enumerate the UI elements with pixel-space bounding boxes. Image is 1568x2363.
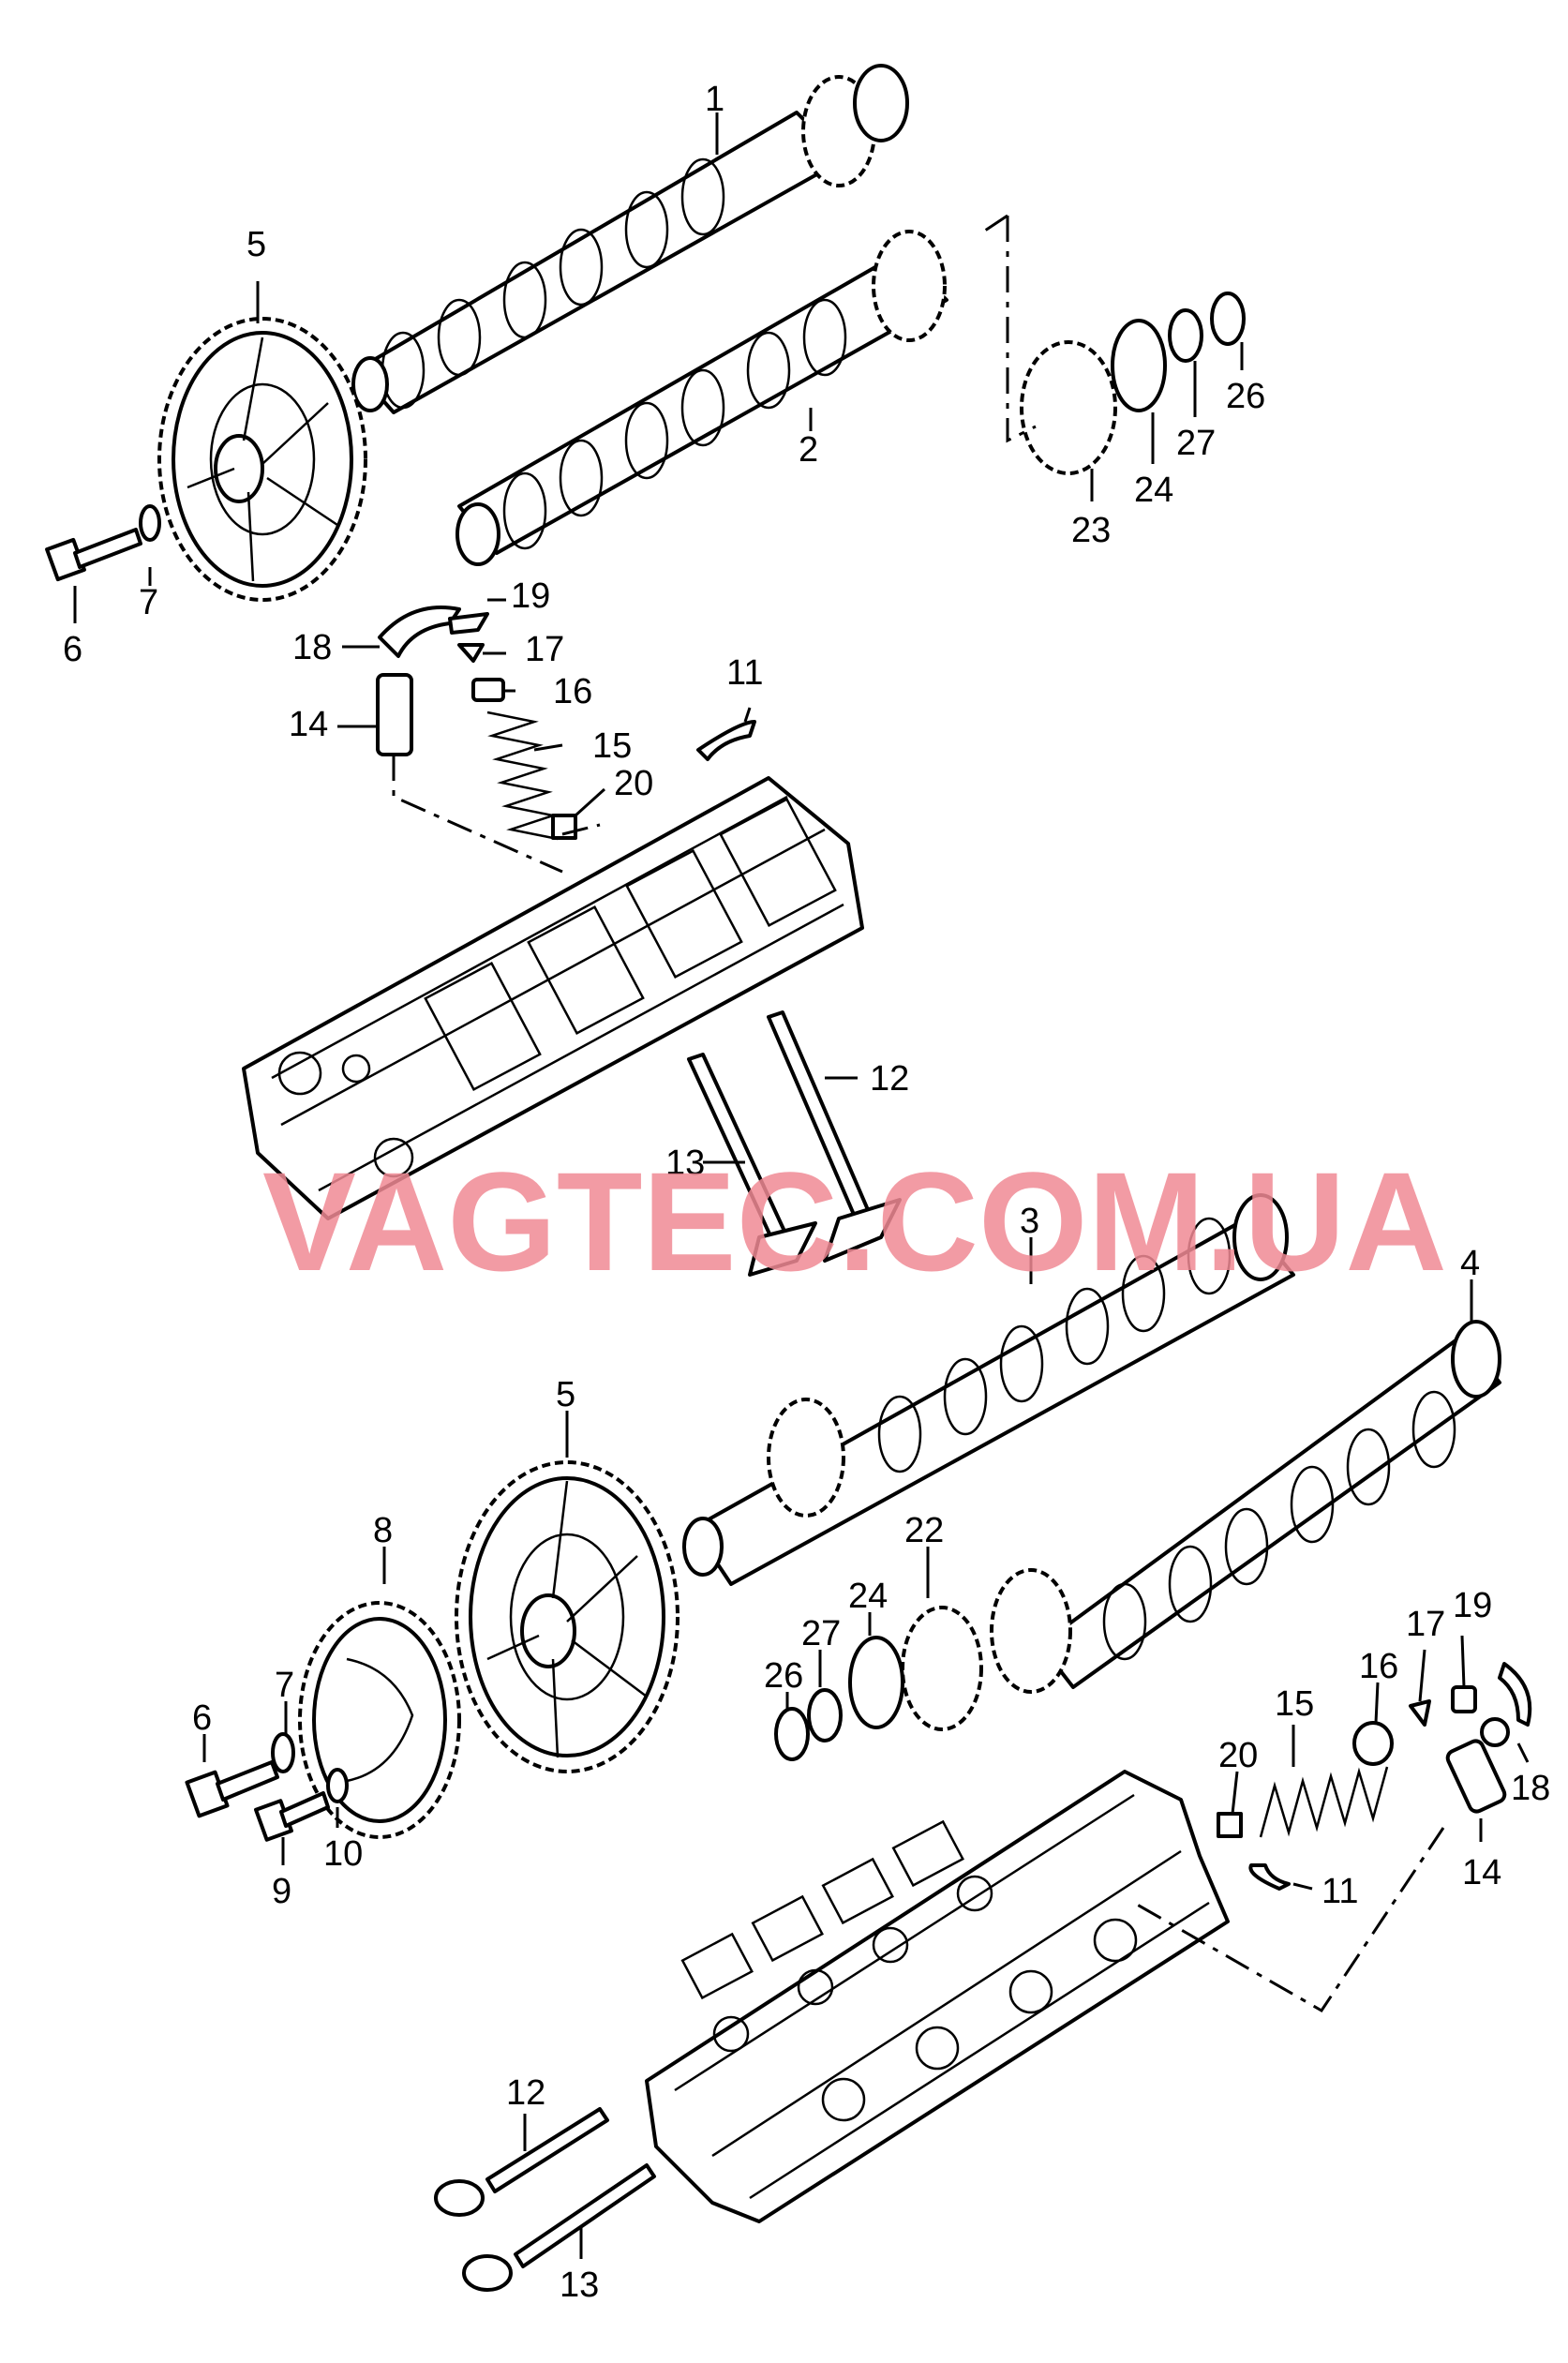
callout-17-upper: 17	[525, 630, 564, 669]
washer-24-upper	[1111, 319, 1167, 412]
callout-5-upper: 5	[246, 225, 266, 264]
callout-1-upper: 1	[705, 80, 724, 119]
callout-14-upper: 14	[289, 705, 328, 744]
ring-26-lower	[774, 1707, 810, 1761]
callout-20-upper: 20	[614, 764, 653, 803]
callout-7-lower: 7	[275, 1666, 294, 1705]
callout-5-lower: 5	[556, 1375, 575, 1414]
callout-11-lower: 11	[1322, 1872, 1358, 1911]
cylinder-head-lower	[645, 1770, 1230, 2223]
rocker-18-upper	[378, 606, 461, 658]
valve-13-lower	[462, 2163, 656, 2292]
keeper-17-lower	[1409, 1699, 1431, 1727]
bolt-9	[254, 1791, 330, 1842]
bolt-6-upper	[45, 528, 142, 582]
camshaft-1	[351, 64, 909, 414]
washer-10	[326, 1768, 349, 1803]
camshaft-2	[455, 230, 948, 566]
spring-15-upper	[486, 710, 559, 841]
seal-20-lower	[1217, 1812, 1243, 1838]
camshaft-3	[682, 1193, 1295, 1586]
sprocket-22	[901, 1606, 983, 1731]
camshaft-4	[990, 1320, 1501, 1694]
callout-10-lower: 10	[323, 1834, 363, 1874]
callout-15-lower: 15	[1275, 1684, 1314, 1724]
callout-19-upper: 19	[511, 576, 550, 616]
callout-12-upper: 12	[870, 1059, 909, 1099]
callout-13-upper: 13	[665, 1144, 705, 1183]
lower-assembly: 4 3 5 8 22 24 27 26 7 6 9 10 20 15 16 17…	[185, 1193, 1550, 2305]
camshaft-sprocket-5-upper	[157, 317, 367, 602]
callout-16-lower: 16	[1359, 1647, 1398, 1686]
sprocket-23-upper	[1020, 340, 1117, 475]
callout-16-upper: 16	[553, 672, 592, 711]
spring-15-lower	[1259, 1766, 1389, 1838]
callout-8-lower: 8	[373, 1511, 393, 1550]
washer-24-lower	[848, 1636, 904, 1729]
watermark: VAGTEC.COM.UA	[262, 1143, 1447, 1300]
callout-27-lower: 27	[801, 1614, 841, 1653]
seat-19-lower	[1451, 1685, 1477, 1713]
rocker-18-lower	[1498, 1662, 1532, 1727]
washer-27-upper	[1168, 308, 1203, 363]
callout-2-upper: 2	[799, 430, 818, 470]
keeper-17-upper	[457, 643, 485, 663]
callout-22-lower: 22	[904, 1511, 944, 1550]
valve-12-lower	[434, 2107, 609, 2217]
callout-14-lower: 14	[1462, 1853, 1501, 1892]
ring-26-upper	[1210, 292, 1246, 346]
callout-24-lower: 24	[848, 1577, 888, 1616]
valve-13-upper	[687, 1053, 817, 1277]
callout-24-upper: 24	[1134, 471, 1173, 510]
callout-11-upper: 11	[726, 653, 763, 693]
cylinder-head-upper	[242, 776, 864, 1220]
seat-19-upper	[448, 612, 489, 635]
callout-19-lower: 19	[1453, 1586, 1492, 1625]
callout-4-lower: 4	[1460, 1244, 1480, 1283]
retainer-16-upper	[471, 678, 505, 702]
callout-7-upper: 7	[139, 583, 158, 622]
callout-15-upper: 15	[592, 726, 632, 766]
bearing-shell-11-lower	[1248, 1863, 1291, 1891]
callout-18-upper: 18	[292, 628, 332, 667]
washer-27-lower	[807, 1688, 843, 1742]
callout-26-lower: 26	[764, 1656, 803, 1696]
callout-26-upper: 26	[1226, 377, 1265, 416]
valve-12-upper	[767, 1010, 902, 1263]
upper-assembly: 1 5 2 7 6 18 14 19 17 16 15 20 11 12 13 …	[45, 64, 1265, 1277]
washer-7-lower	[271, 1732, 295, 1773]
callout-6-lower: 6	[192, 1698, 212, 1738]
callout-6-upper: 6	[63, 630, 82, 669]
bolt-6-lower	[185, 1760, 279, 1818]
callout-9-lower: 9	[272, 1872, 291, 1911]
camshaft-sprocket-5-lower	[455, 1460, 679, 1773]
callout-18-lower: 18	[1511, 1769, 1550, 1808]
lifter-14-upper	[376, 673, 413, 756]
callout-3-lower: 3	[1020, 1202, 1039, 1241]
callout-13-lower: 13	[560, 2266, 599, 2305]
callout-20-lower: 20	[1218, 1736, 1258, 1775]
callout-12-lower: 12	[506, 2073, 545, 2113]
callout-17-lower: 17	[1406, 1605, 1445, 1644]
washer-7-upper	[139, 504, 161, 542]
lifter-14-lower	[1445, 1717, 1510, 1814]
callout-23-upper: 23	[1071, 511, 1111, 550]
bearing-shell-11-upper	[696, 720, 756, 761]
callout-27-upper: 27	[1176, 424, 1216, 463]
retainer-16-lower	[1352, 1721, 1394, 1766]
